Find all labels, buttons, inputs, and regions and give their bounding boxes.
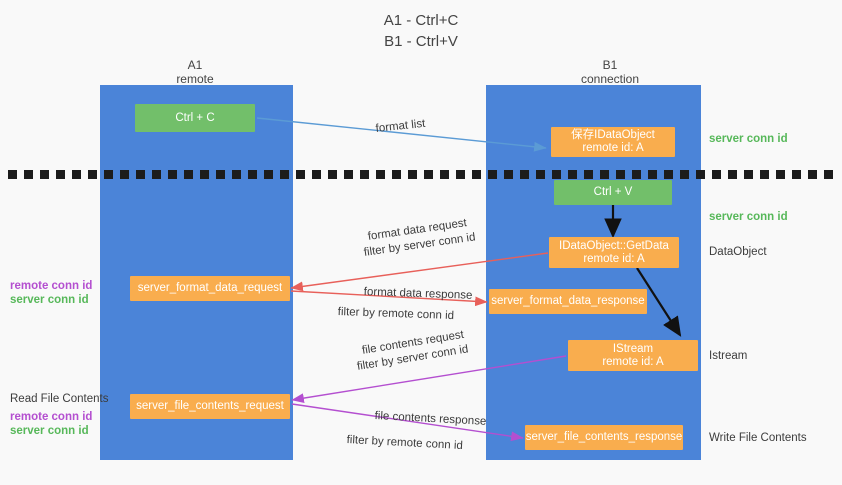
filter-prefix: filter by (337, 305, 379, 320)
arrow-file-contents-response (291, 403, 524, 442)
lane-header-a1: A1 remote (130, 58, 260, 86)
arrow-getdata-to-istream (636, 267, 682, 337)
arrow-format-data-response (290, 290, 488, 307)
annotation-dataobject: DataObject (709, 246, 767, 258)
node-server-file-contents-request-label: server_file_contents_request (136, 400, 284, 412)
node-server-file-contents-response[interactable]: server_file_contents_response (525, 425, 683, 450)
arrow-format-data-request (290, 252, 549, 292)
node-server-file-contents-request[interactable]: server_file_contents_request (130, 394, 290, 419)
node-istream[interactable]: IStream remote id: A (568, 340, 698, 371)
node-get-data[interactable]: IDataObject::GetData remote id: A (549, 237, 679, 268)
node-get-data-sub: remote id: A (583, 252, 645, 265)
filter-prefix: filter by (346, 433, 388, 449)
filter-value-remote-conn-id: remote conn id (386, 436, 464, 453)
annotation-istream: Istream (709, 350, 748, 362)
lane-a1-name: A1 (187, 58, 203, 72)
annotation-write-file-contents: Write File Contents (709, 432, 807, 444)
node-server-format-data-response-label: server_format_data_response (491, 295, 645, 307)
node-get-data-label: IDataObject::GetData (559, 239, 669, 252)
annotation-server-conn-id-2: server conn id (709, 211, 788, 223)
filter-value-remote-conn-id: remote conn id (377, 307, 455, 323)
node-server-file-contents-response-label: server_file_contents_response (525, 431, 683, 443)
annotation-server-conn-id-4: server conn id (10, 425, 89, 437)
title-line-1: A1 - Ctrl+C (383, 12, 459, 29)
annotation-read-file-contents: Read File Contents (10, 393, 109, 405)
node-server-format-data-request[interactable]: server_format_data_request (130, 276, 290, 301)
annotation-conn-id-group-1: remote conn id server conn id (10, 279, 92, 307)
trust-boundary-divider (8, 170, 834, 179)
node-ctrl-v-label: Ctrl + V (593, 186, 633, 198)
arrow-file-contents-request (291, 355, 567, 403)
annotation-conn-id-group-2: remote conn id server conn id (10, 410, 92, 438)
node-data-object-received-sub: remote id: A (582, 142, 644, 154)
node-istream-label: IStream (612, 342, 654, 355)
arrow-format-list (256, 117, 547, 152)
lane-header-b1: B1 connection (540, 58, 680, 86)
title-line-2: B1 - Ctrl+V (384, 33, 458, 50)
lane-a1-role: remote (176, 72, 214, 86)
lane-b1-name: B1 (602, 58, 618, 72)
annotation-remote-conn-id-2: remote conn id (10, 411, 93, 423)
annotation-server-conn-id-1: server conn id (709, 133, 788, 145)
node-ctrl-v[interactable]: Ctrl + V (554, 180, 672, 205)
node-data-object-received[interactable]: 保存IDataObject remote id: A (551, 127, 675, 157)
node-istream-sub: remote id: A (602, 355, 664, 368)
page-title: A1 - Ctrl+C B1 - Ctrl+V (0, 10, 842, 52)
node-ctrl-c[interactable]: Ctrl + C (135, 104, 255, 132)
annotation-remote-conn-id-1: remote conn id (10, 280, 93, 292)
lane-b1-role: connection (580, 72, 640, 86)
node-data-object-received-label: 保存IDataObject (571, 129, 655, 141)
node-server-format-data-response[interactable]: server_format_data_response (489, 289, 647, 314)
node-server-format-data-request-label: server_format_data_request (137, 282, 283, 294)
annotation-server-conn-id-3: server conn id (10, 294, 89, 306)
node-ctrl-c-label: Ctrl + C (175, 111, 215, 124)
